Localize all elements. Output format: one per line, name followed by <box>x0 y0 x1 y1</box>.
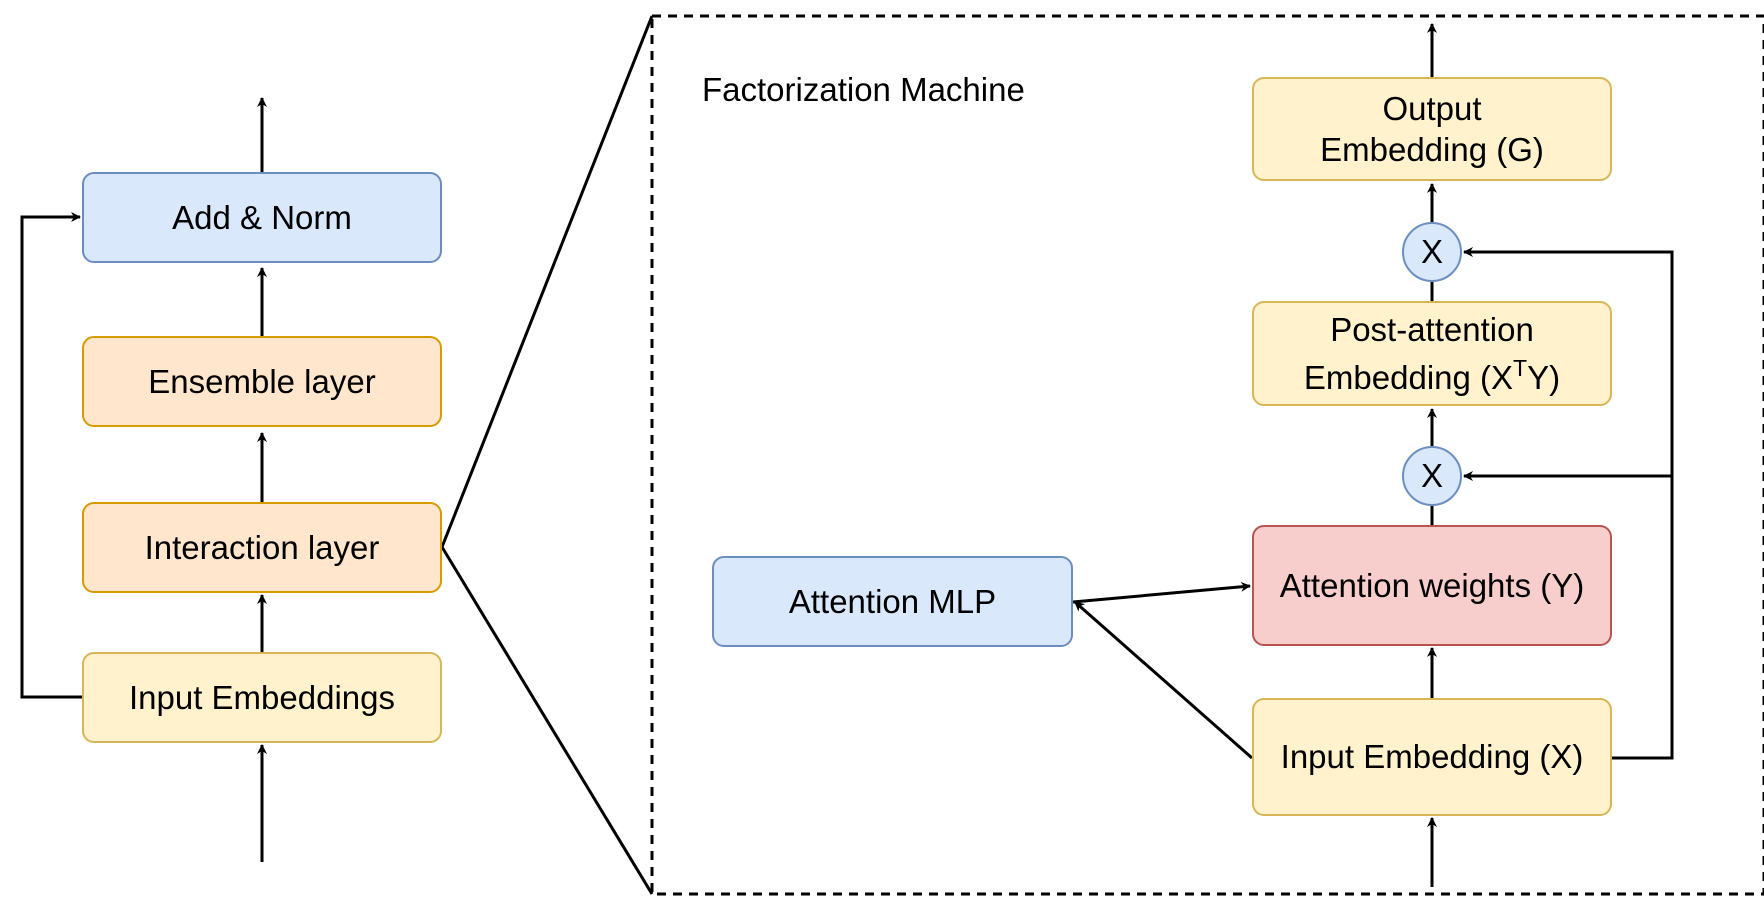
fm-dashed-frame <box>650 14 1764 896</box>
attention-mlp-label: Attention MLP <box>788 582 997 620</box>
fm-title: Factorization Machine <box>702 71 1025 108</box>
post-attention-embedding-block[interactable]: Post-attention Embedding (XTY) <box>1252 301 1612 406</box>
add-norm-block[interactable]: Add & Norm <box>82 172 442 263</box>
attention-weights-block[interactable]: Attention weights (Y) <box>1252 525 1612 646</box>
ensemble-layer-label: Ensemble layer <box>148 362 376 400</box>
skip-x-to-top-mult <box>1463 247 1674 760</box>
post-attention-superscript: T <box>1513 354 1528 381</box>
output-embedding-line1: Output <box>1382 89 1482 127</box>
multiply-bottom-symbol: X <box>1420 457 1443 494</box>
post-attention-line2-post: Y) <box>1527 358 1561 396</box>
multiply-top-symbol: X <box>1420 233 1443 270</box>
post-attention-line2-pre: Embedding (X <box>1303 358 1514 396</box>
add-norm-label: Add & Norm <box>172 198 352 236</box>
multiply-top-op: X <box>1402 222 1462 282</box>
post-attention-line2: Embedding (XTY) <box>1303 354 1561 398</box>
interaction-layer-block[interactable]: Interaction layer <box>82 502 442 593</box>
input-embeddings-block[interactable]: Input Embeddings <box>82 652 442 743</box>
attention-mlp-block[interactable]: Attention MLP <box>712 556 1073 647</box>
output-embedding-block[interactable]: Output Embedding (G) <box>1252 77 1612 181</box>
zoom-line-top <box>440 15 654 548</box>
ensemble-layer-block[interactable]: Ensemble layer <box>82 336 442 427</box>
output-embedding-line2: Embedding (G) <box>1320 131 1544 168</box>
post-attention-line1: Post-attention <box>1330 311 1534 349</box>
zoom-line-bottom <box>440 546 654 895</box>
arrow-mlp-to-weights <box>1072 581 1251 604</box>
input-embedding-x-block[interactable]: Input Embedding (X) <box>1252 698 1612 816</box>
input-embedding-x-label: Input Embedding (X) <box>1280 738 1584 776</box>
attention-weights-label: Attention weights (Y) <box>1279 566 1585 604</box>
input-embeddings-label: Input Embeddings <box>128 678 395 716</box>
residual-connection <box>20 212 82 699</box>
arrow-input-to-mlp <box>1074 600 1253 760</box>
multiply-bottom-op: X <box>1402 446 1462 506</box>
interaction-layer-label: Interaction layer <box>144 528 380 566</box>
